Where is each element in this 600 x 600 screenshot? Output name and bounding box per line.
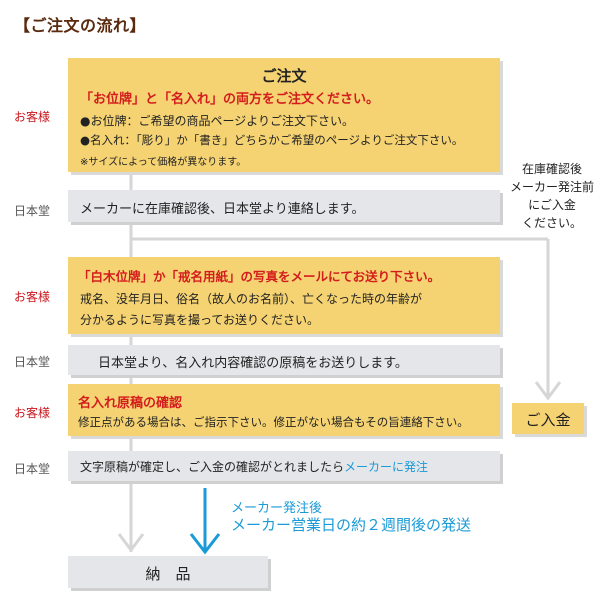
order-blue-arrow-head [189, 533, 221, 555]
payment-label: ご入金 [525, 411, 571, 429]
payment-note-line2: メーカー発注前 [509, 180, 594, 194]
main-arrow-head [117, 533, 145, 553]
step5-actor-label: お客様 [14, 406, 51, 420]
step3-lead: 「白木位牌」か「戒名用紙」の写真をメールにてお送り下さい。 [78, 269, 441, 284]
step1-item-ihai: ●お位牌：ご希望の商品ページよりご注文下さい。 [80, 114, 354, 128]
page-title: 【ご注文の流れ】 [14, 16, 147, 35]
step6-text: 文字原稿が確定し、ご入金の確認がとれましたらメーカーに発注 [80, 458, 428, 475]
step4-actor-label: 日本堂 [14, 355, 51, 369]
step1-heading: ご注文 [261, 67, 307, 85]
step1-actor-label: お客様 [14, 110, 51, 124]
step1-lead: 「お位牌」と「名入れ」の両方をご注文ください。 [80, 92, 380, 107]
step3-box: 「白木位牌」か「戒名用紙」の写真をメールにてお送り下さい。 戒名、没年月日、俗名… [68, 257, 500, 334]
step3-line1: 戒名、没年月日、俗名（故人のお名前）、亡くなった時の年齢が [80, 292, 423, 306]
step2-actor-label: 日本堂 [14, 204, 51, 218]
step1-note: ※サイズによって価格が異なります。 [80, 157, 247, 168]
delivery-box: 納 品 [68, 556, 268, 588]
step4-text: 日本堂より、名入れ内容確認の原稿をお送りします。 [98, 356, 408, 371]
step4-box: 日本堂より、名入れ内容確認の原稿をお送りします。 [68, 345, 500, 375]
payment-box: ご入金 [512, 403, 584, 434]
step3-line2: 分かるように写真を撮ってお送りください。 [80, 313, 320, 327]
payment-note-line3: にご入金 [528, 198, 576, 212]
step6-text-main: 文字原稿が確定し、ご入金の確認がとれましたら [80, 460, 345, 474]
delivery-label: 納 品 [145, 565, 191, 583]
step2-box: メーカーに在庫確認後、日本堂より連絡します。 [68, 190, 500, 222]
step3-actor-label: お客様 [14, 290, 51, 304]
after-order-line2: メーカー営業日の約２週間後の発送 [231, 516, 472, 534]
step1-order-box: ご注文 「お位牌」と「名入れ」の両方をご注文ください。 ●お位牌：ご希望の商品ペ… [68, 58, 500, 172]
payment-timing-note: 在庫確認後 メーカー発注前 にご入金 ください。 [506, 160, 598, 232]
step2-text: メーカーに在庫確認後、日本堂より連絡します。 [80, 202, 365, 217]
step1-item-naire: ●名入れ：「彫り」か「書き」どちらかご希望のページよりご注文下さい。 [80, 133, 464, 147]
step6-text-highlight: メーカーに発注 [344, 460, 429, 474]
payment-note-line4: ください。 [521, 216, 582, 230]
step5-text: 修正点がある場合は、ご指示下さい。修正がない場合もその旨連絡下さい。 [78, 415, 469, 429]
after-order-line1: メーカー発注後 [231, 501, 323, 516]
step5-heading: 名入れ原稿の確認 [78, 396, 183, 411]
payment-arrow-head [534, 381, 562, 401]
step5-box: 名入れ原稿の確認 修正点がある場合は、ご指示下さい。修正がない場合もその旨連絡下… [68, 384, 500, 436]
step6-actor-label: 日本堂 [14, 462, 51, 476]
step6-box: 文字原稿が確定し、ご入金の確認がとれましたらメーカーに発注 [68, 451, 500, 481]
payment-note-line1: 在庫確認後 [521, 162, 582, 176]
